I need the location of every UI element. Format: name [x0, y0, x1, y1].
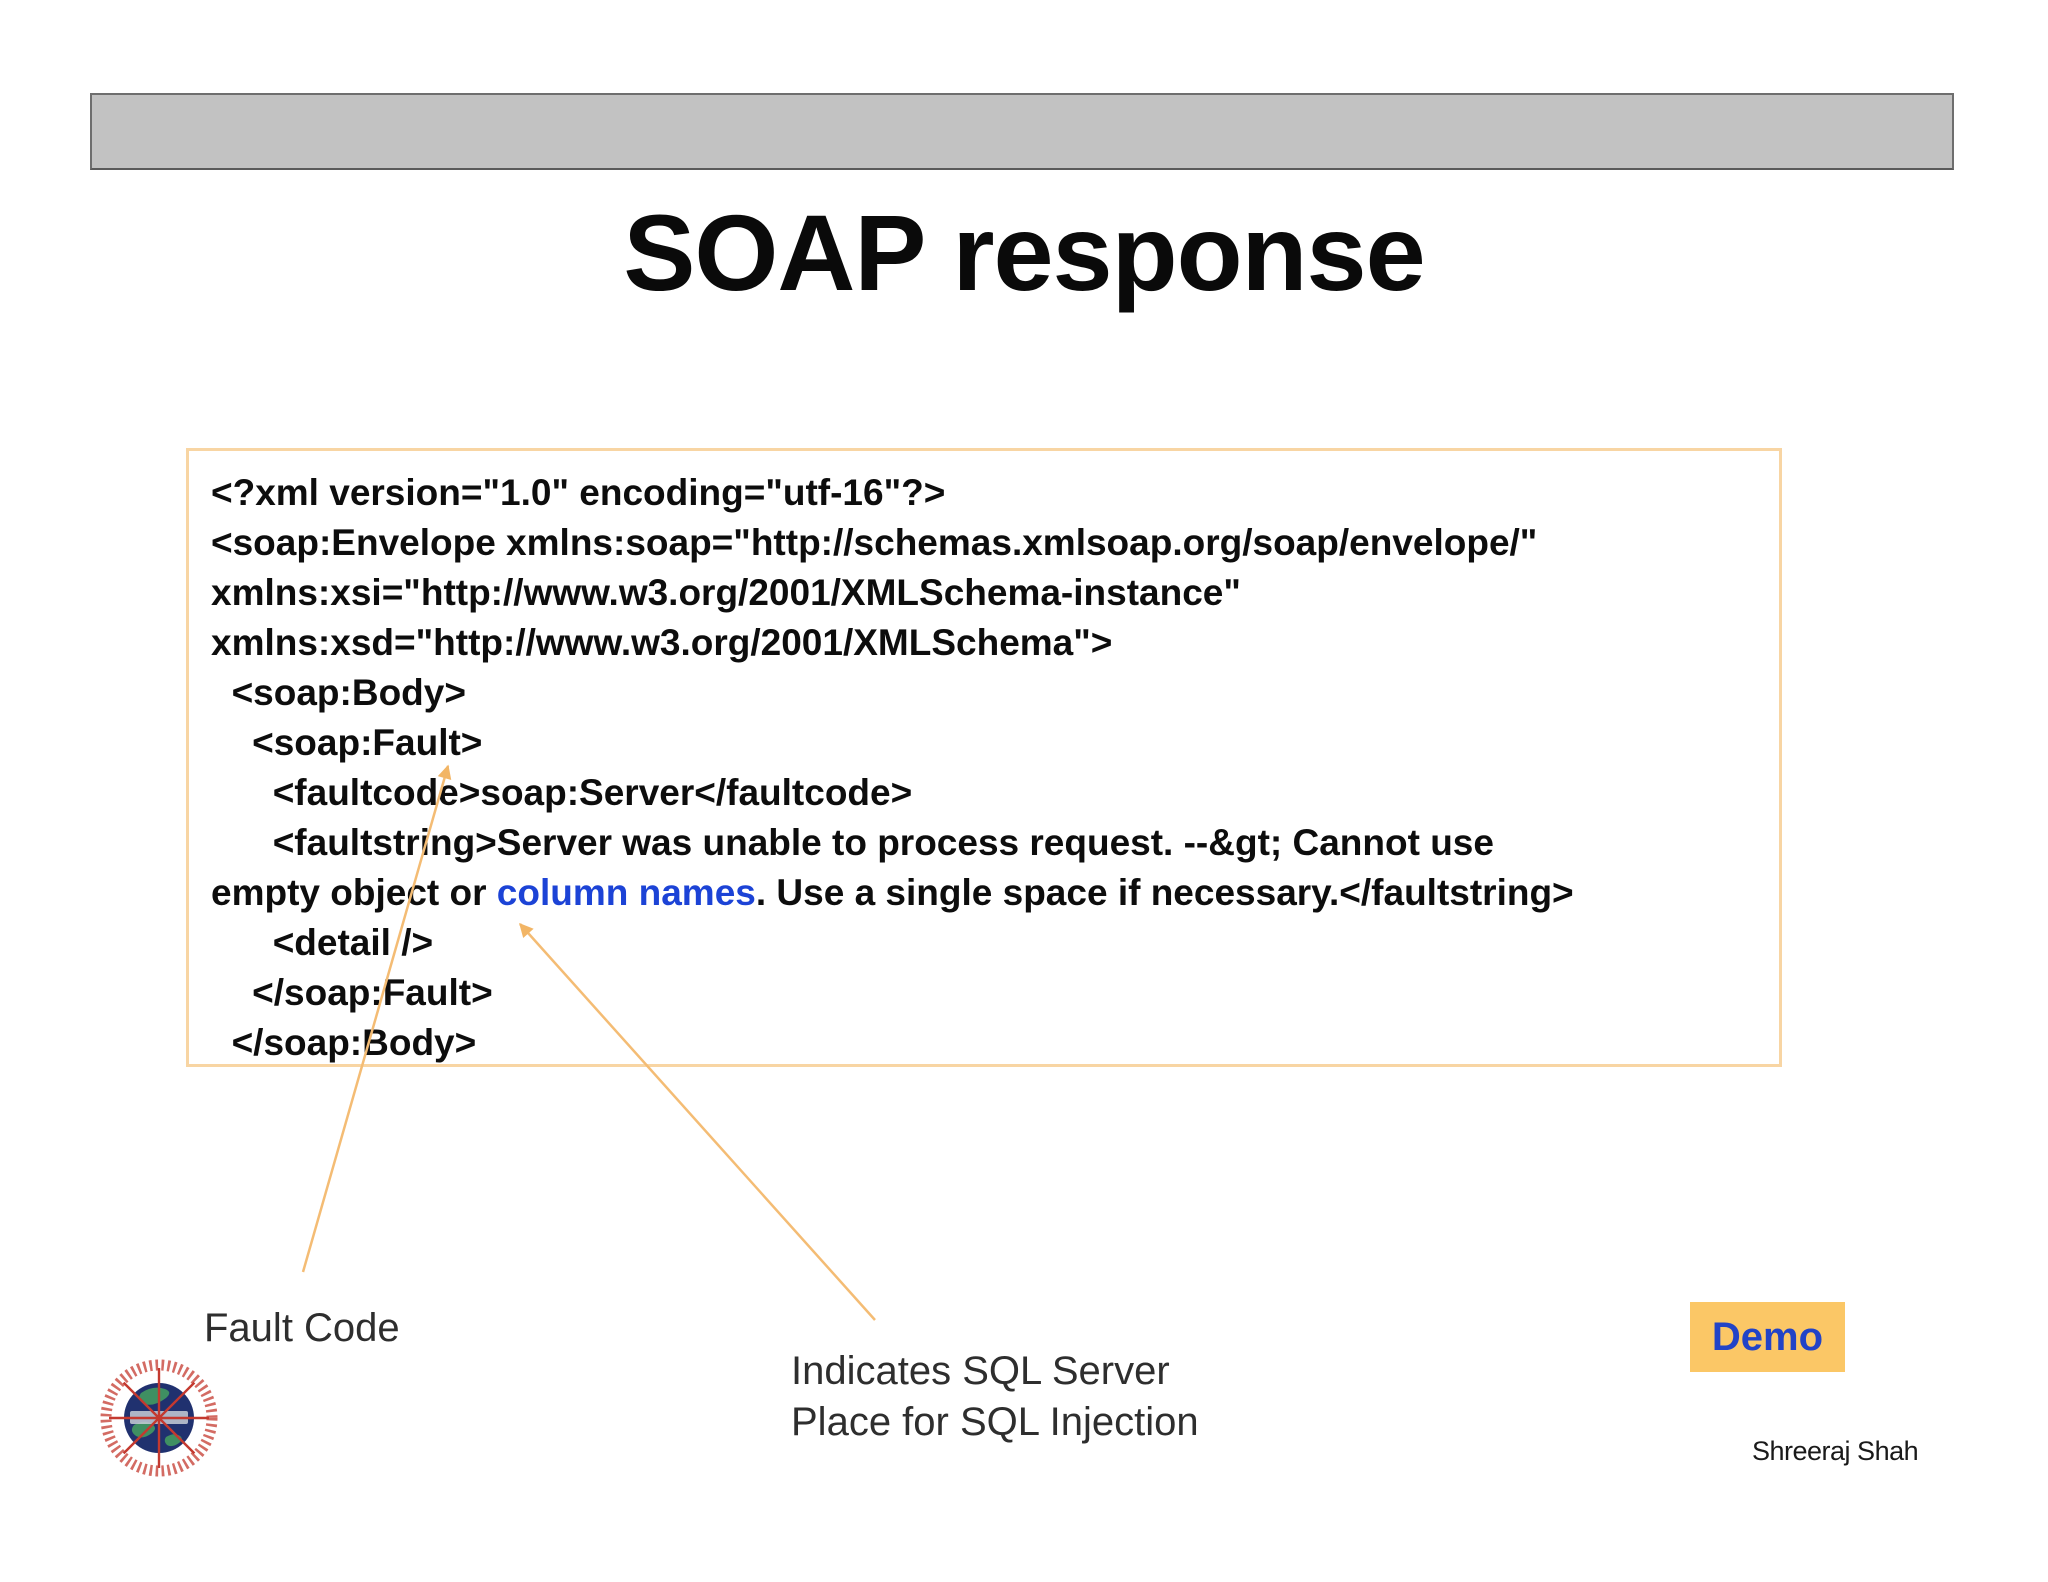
soap-response-code-box: <?xml version="1.0" encoding="utf-16"?> … [186, 448, 1782, 1067]
code-line: xmlns:xsi="http://www.w3.org/2001/XMLSch… [211, 572, 1241, 613]
code-line: </soap:Fault> [211, 972, 493, 1013]
sql-injection-label-line2: Place for SQL Injection [791, 1400, 1199, 1444]
fault-code-label: Fault Code [204, 1306, 400, 1350]
sql-injection-label-line1: Indicates SQL Server [791, 1349, 1170, 1393]
code-line: <faultcode>soap:Server</faultcode> [211, 772, 913, 813]
code-line: </soap:Body> [211, 1022, 477, 1063]
author-credit: Shreeraj Shah [1752, 1436, 1919, 1466]
code-line: <soap:Body> [211, 672, 466, 713]
code-line: <detail /> [211, 922, 434, 963]
code-line: xmlns:xsd="http://www.w3.org/2001/XMLSch… [211, 622, 1113, 663]
code-line: <faultstring>Server was unable to proces… [211, 822, 1494, 863]
code-line-faultstring-wrap: empty object or column names. Use a sing… [211, 868, 1767, 918]
code-line: <soap:Fault> [211, 722, 483, 763]
slide-title: SOAP response [623, 192, 1425, 313]
column-names-highlight: column names [496, 872, 756, 913]
conference-seal-logo-icon [100, 1359, 218, 1477]
code-line: <?xml version="1.0" encoding="utf-16"?> [211, 472, 946, 513]
code-text: empty object or [211, 872, 497, 913]
code-text: . Use a single space if necessary.</faul… [755, 872, 1574, 913]
code-line: <soap:Envelope xmlns:soap="http://schema… [211, 522, 1538, 563]
demo-button[interactable]: Demo [1690, 1302, 1845, 1372]
header-bar [90, 93, 1954, 170]
sql-injection-label: Indicates SQL Server Place for SQL Injec… [791, 1346, 1199, 1448]
